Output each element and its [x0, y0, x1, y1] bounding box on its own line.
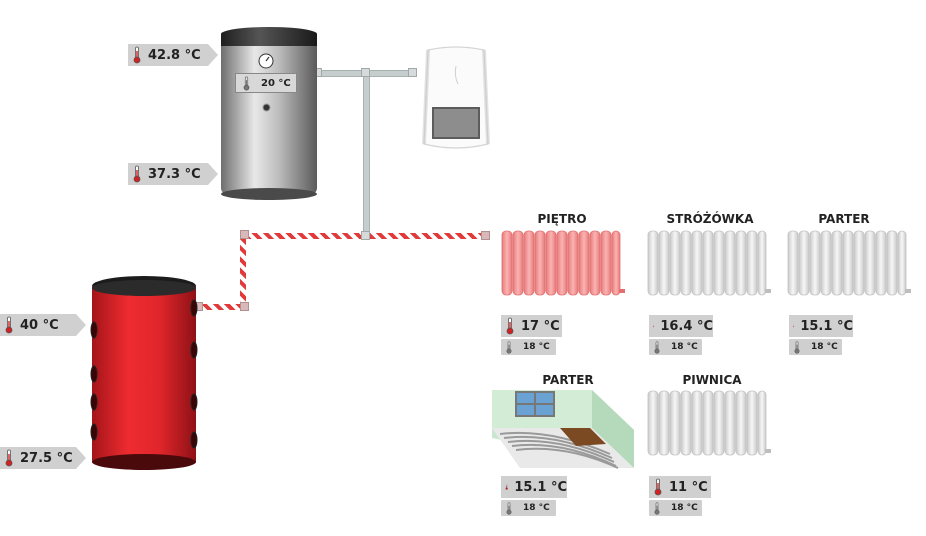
room-temp-tag-piwnica: 11 °C — [649, 476, 711, 498]
pipe-joint — [481, 231, 490, 240]
room-setpoint-tag-strozowka[interactable]: 18 °C — [649, 339, 702, 355]
room-setpoint-tag-pietro[interactable]: 18 °C — [501, 339, 556, 355]
thermometer-icon — [653, 317, 654, 335]
buffer-top-temp: 40 °C — [20, 317, 59, 333]
hot-pipe-buffer-link — [196, 304, 244, 310]
thermometer-icon — [505, 502, 513, 515]
pipe-joint — [361, 68, 370, 77]
floor-heating-parter[interactable] — [490, 388, 636, 470]
radiator-piwnica[interactable] — [646, 389, 774, 459]
gauge-icon — [258, 53, 274, 69]
tank-top-temp-tag: 42.8 °C — [128, 44, 218, 66]
room-temp-parter-radiator: 15.1 °C — [800, 318, 853, 334]
thermometer-icon — [653, 502, 661, 515]
pipe-joint — [240, 302, 249, 311]
hot-pipe-vertical — [240, 234, 246, 307]
wall-boiler[interactable] — [418, 46, 494, 152]
room-title-pietro: PIĘTRO — [537, 212, 587, 226]
room-temp-piwnica: 11 °C — [669, 479, 708, 495]
thermometer-icon — [505, 317, 515, 335]
room-setpoint-tag-parter-radiator[interactable]: 18 °C — [789, 339, 842, 355]
tank-top-temp: 42.8 °C — [148, 47, 201, 63]
buffer-tank[interactable] — [88, 274, 200, 474]
room-setpoint-tag-piwnica[interactable]: 18 °C — [649, 500, 702, 516]
radiator-parter[interactable] — [786, 229, 914, 299]
room-temp-strozowka: 16.4 °C — [660, 318, 713, 334]
thermometer-icon — [4, 449, 14, 467]
room-title-parter-floor: PARTER — [542, 373, 594, 387]
buffer-top-temp-tag: 40 °C — [0, 314, 86, 336]
pipe-joint — [361, 231, 370, 240]
tank-setpoint-display: 20 °C — [235, 73, 297, 93]
buffer-bottom-temp: 27.5 °C — [20, 450, 73, 466]
room-setpoint-pietro: 18 °C — [523, 342, 550, 352]
tank-sensor-port — [262, 103, 271, 112]
room-setpoint-strozowka: 18 °C — [671, 342, 698, 352]
pipe-joint — [408, 68, 417, 77]
radiator-strozowka[interactable] — [646, 229, 774, 299]
thermometer-icon — [653, 478, 663, 496]
room-temp-tag-parter-radiator: 15.1 °C — [789, 315, 853, 337]
room-temp-parter-floor: 15.1 °C — [514, 479, 567, 495]
room-setpoint-parter-floor: 18 °C — [523, 503, 550, 513]
thermometer-icon — [653, 341, 661, 354]
thermometer-icon — [242, 76, 251, 91]
thermometer-icon — [4, 316, 14, 334]
thermometer-icon — [505, 341, 513, 354]
room-title-piwnica: PIWNICA — [682, 373, 742, 387]
thermometer-icon — [132, 165, 142, 183]
cold-pipe-main-vertical — [363, 72, 370, 238]
thermometer-icon — [132, 46, 142, 64]
tank-setpoint-value: 20 °C — [261, 77, 291, 89]
room-title-parter-radiator: PARTER — [818, 212, 870, 226]
radiator-pietro[interactable] — [500, 229, 626, 299]
room-temp-tag-strozowka: 16.4 °C — [649, 315, 713, 337]
tank-bottom-temp-tag: 37.3 °C — [128, 163, 218, 185]
room-setpoint-parter-radiator: 18 °C — [811, 342, 838, 352]
room-temp-tag-parter-floor: 15.1 °C — [501, 476, 567, 498]
tank-bottom-temp: 37.3 °C — [148, 166, 201, 182]
buffer-bottom-temp-tag: 27.5 °C — [0, 447, 86, 469]
thermometer-icon — [505, 478, 508, 496]
room-temp-tag-pietro: 17 °C — [501, 315, 562, 337]
pipe-joint — [240, 230, 249, 239]
room-setpoint-piwnica: 18 °C — [671, 503, 698, 513]
thermometer-icon — [793, 317, 794, 335]
room-title-strozowka: STRÓŻÓWKA — [666, 212, 754, 226]
room-temp-pietro: 17 °C — [521, 318, 560, 334]
room-setpoint-tag-parter-floor[interactable]: 18 °C — [501, 500, 556, 516]
thermometer-icon — [793, 341, 801, 354]
